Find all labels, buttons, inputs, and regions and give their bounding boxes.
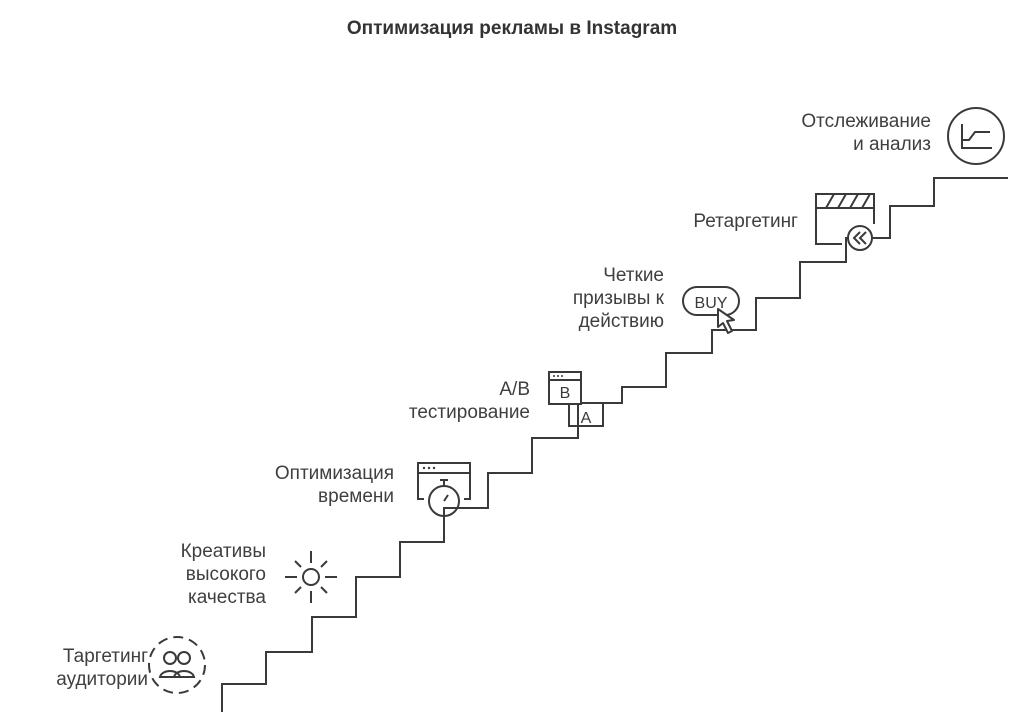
step-label-line: призывы к [572, 288, 664, 309]
step-label-line: Ретаргетинг [693, 211, 798, 232]
step-label-retargeting: Ретаргетинг [693, 210, 798, 233]
buy-cursor-icon: BUY [682, 286, 740, 334]
chart-circle-icon [947, 107, 1005, 165]
page-title: Оптимизация рекламы в Instagram [346, 18, 678, 39]
step-label-high-quality-creatives: Креативы высокого качества [181, 540, 266, 609]
sun-icon [285, 551, 337, 603]
step-label-line: Креативы [180, 541, 266, 562]
step-label-line: высокого [185, 564, 266, 585]
step-label-line: и анализ [853, 134, 931, 155]
ab-b-letter: B [560, 385, 571, 402]
clapperboard-rewind-icon [815, 193, 875, 251]
step-label-clear-cta: Четкие призывы к действию [573, 264, 664, 333]
audience-icon [148, 636, 206, 694]
browser-stopwatch-icon [417, 462, 471, 517]
buy-text: BUY [695, 295, 728, 312]
step-label-line: Четкие [603, 265, 664, 286]
step-label-audience-targeting: Таргетинг аудитории [56, 645, 148, 691]
step-label-time-optimization: Оптимизация времени [275, 462, 394, 508]
step-label-line: времени [318, 486, 394, 507]
step-label-tracking-analysis: Отслеживание и анализ [801, 110, 931, 156]
step-label-line: Отслеживание [801, 111, 931, 132]
step-label-line: аудитории [56, 669, 148, 690]
ab-a-letter: A [581, 410, 592, 427]
ab-test-icon: B A [548, 371, 604, 427]
step-label-line: тестирование [408, 402, 530, 423]
step-label-line: действию [578, 311, 664, 332]
step-label-line: Таргетинг [62, 646, 148, 667]
step-label-line: Оптимизация [274, 463, 394, 484]
step-label-line: A/B [499, 379, 530, 400]
step-label-ab-testing: A/B тестирование [409, 378, 530, 424]
step-label-line: качества [188, 587, 266, 608]
